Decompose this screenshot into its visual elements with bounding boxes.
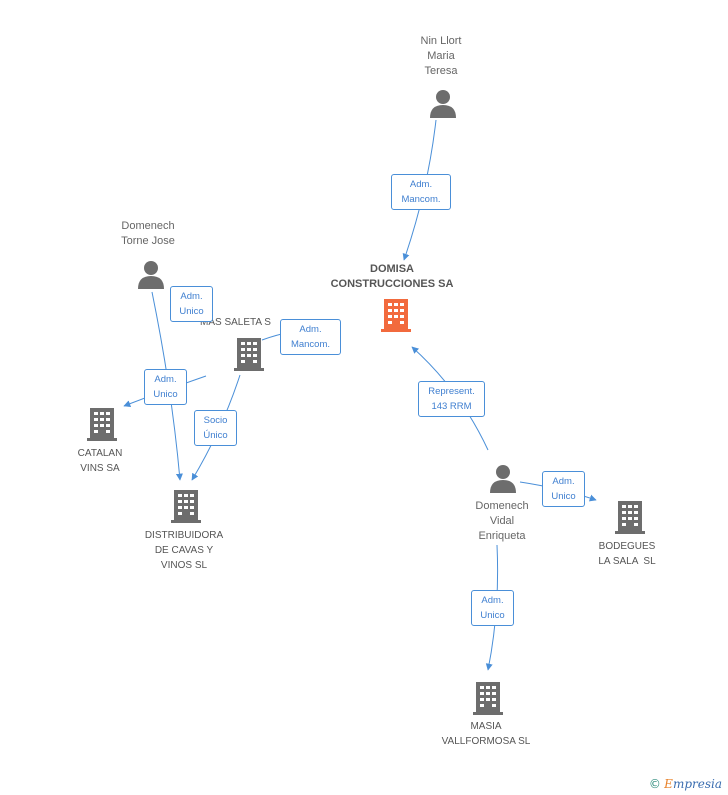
building-icon[interactable] bbox=[472, 680, 504, 716]
label-line: DOMISA bbox=[370, 263, 414, 275]
label-line: VINOS SL bbox=[160, 560, 208, 571]
edge-label-adm-unico: Adm. Unico bbox=[144, 369, 187, 405]
edge-label-adm-unico: Adm. Unico bbox=[170, 286, 213, 322]
edge-label-adm-mancom: Adm. Mancom. bbox=[391, 174, 451, 210]
node-label-domenech-torne: Domenech Torne Jose bbox=[98, 219, 198, 249]
brand-logo[interactable]: Empresia bbox=[664, 777, 722, 791]
node-label-masia: MASIA VALLFORMOSA SL bbox=[426, 719, 546, 749]
building-icon[interactable] bbox=[614, 499, 646, 535]
edge-label-line: 143 RRM bbox=[431, 401, 472, 412]
label-line: BODEGUES bbox=[598, 541, 656, 552]
copyright-symbol: © bbox=[648, 777, 661, 791]
node-label-domisa: DOMISA CONSTRUCCIONES SA bbox=[312, 262, 472, 292]
label-line: Enriqueta bbox=[478, 530, 526, 542]
edge-label-line: Socio bbox=[203, 415, 228, 426]
person-icon[interactable] bbox=[488, 463, 518, 495]
label-line: Maria bbox=[427, 50, 455, 62]
label-line: Teresa bbox=[424, 65, 458, 77]
label-line: DISTRIBUIDORA bbox=[144, 530, 224, 541]
label-line: MASIA bbox=[470, 721, 502, 732]
edge-label-line: Adm. bbox=[552, 476, 575, 487]
edge-label-line: Adm. bbox=[409, 179, 433, 190]
edge-label-line: Adm. bbox=[154, 374, 177, 385]
label-line: VINS SA bbox=[80, 463, 120, 474]
edge-label-represent: Represent. 143 RRM bbox=[418, 381, 485, 417]
copyright-notice: © Empresia bbox=[649, 777, 722, 791]
brand-rest: mpresia bbox=[672, 777, 722, 791]
label-line: CONSTRUCCIONES SA bbox=[330, 278, 454, 290]
person-icon[interactable] bbox=[136, 259, 166, 291]
label-line: DE CAVAS Y bbox=[154, 545, 214, 556]
person-icon[interactable] bbox=[428, 88, 458, 120]
label-line: VALLFORMOSA SL bbox=[441, 736, 531, 747]
edge-label-line: Adm. bbox=[481, 595, 504, 606]
edge-label-line: Unico bbox=[480, 610, 505, 621]
label-line: LA SALA SL bbox=[598, 556, 656, 567]
node-label-bodegues: BODEGUES LA SALA SL bbox=[577, 539, 677, 569]
label-line: Domenech bbox=[475, 500, 529, 512]
edge-label-line: Adm. bbox=[299, 324, 322, 335]
edge-label-line: Mancom. bbox=[401, 194, 441, 205]
edge-label-socio-unico: Socio Único bbox=[194, 410, 237, 446]
label-line: Domenech bbox=[121, 220, 175, 232]
label-line: Nin Llort bbox=[420, 35, 462, 47]
edge-label-line: Único bbox=[203, 430, 228, 441]
node-label-mas-saleta: MAS SALETA S bbox=[200, 315, 290, 330]
edge-label-line: Unico bbox=[551, 491, 576, 502]
building-icon[interactable] bbox=[380, 297, 412, 333]
node-label-distribuidora: DISTRIBUIDORA DE CAVAS Y VINOS SL bbox=[129, 528, 239, 573]
label-line: Vidal bbox=[489, 515, 515, 527]
edge-label-adm-unico: Adm. Unico bbox=[542, 471, 585, 507]
node-label-catalan-vins: CATALAN VINS SA bbox=[50, 446, 150, 476]
edge-label-adm-unico: Adm. Unico bbox=[471, 590, 514, 626]
edge-label-line: Mancom. bbox=[290, 339, 331, 350]
label-line: Torne Jose bbox=[121, 235, 175, 247]
building-icon[interactable] bbox=[170, 488, 202, 524]
building-icon[interactable] bbox=[233, 336, 265, 372]
edge-label-adm-mancom: Adm. Mancom. bbox=[280, 319, 341, 355]
label-line: MAS SALETA S bbox=[200, 317, 271, 328]
edge-label-line: Unico bbox=[153, 389, 178, 400]
node-label-nin-llort: Nin Llort Maria Teresa bbox=[391, 34, 491, 79]
label-line: CATALAN bbox=[77, 448, 123, 459]
edge-label-line: Represent. bbox=[428, 386, 475, 397]
brand-initial: E bbox=[664, 777, 673, 791]
building-icon[interactable] bbox=[86, 406, 118, 442]
edge-label-line: Unico bbox=[179, 306, 204, 317]
edge-label-line: Adm. bbox=[180, 291, 203, 302]
node-label-domenech-vidal: Domenech Vidal Enriqueta bbox=[452, 499, 552, 544]
